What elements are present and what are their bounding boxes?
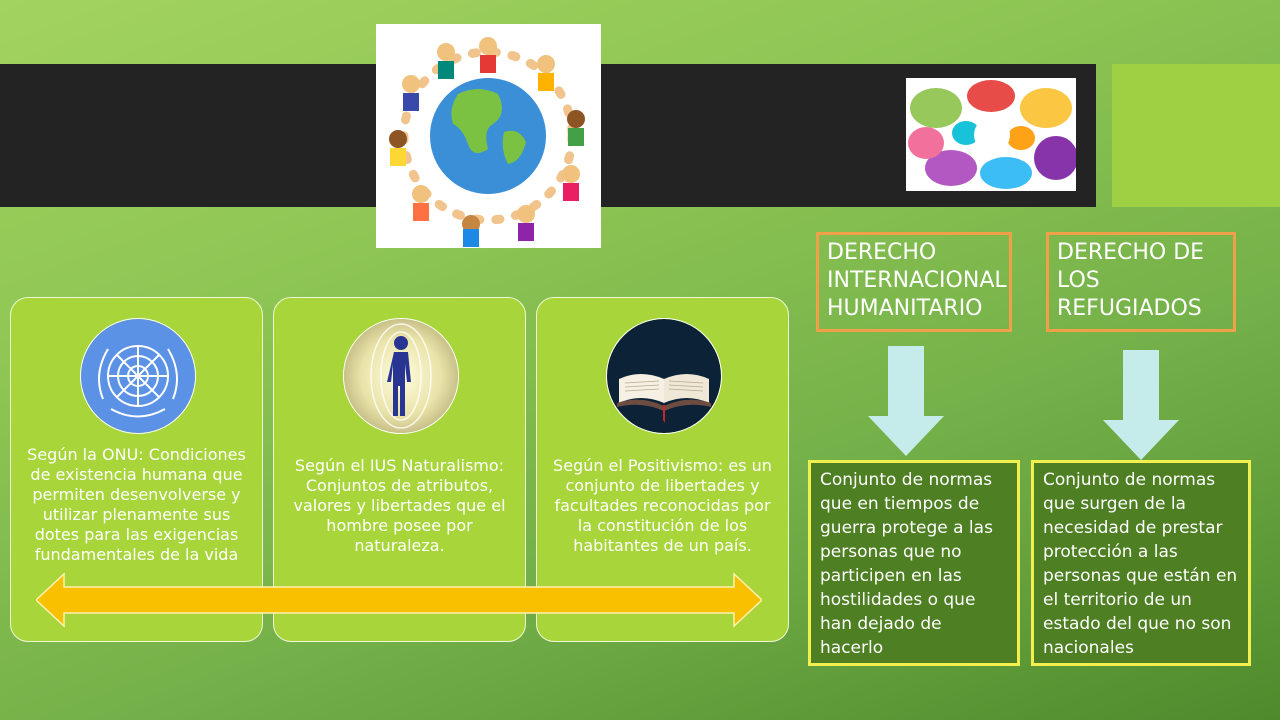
dih-description: Conjunto de normas que en tiempos de gue… [808, 460, 1020, 666]
down-arrow-icon [868, 346, 944, 456]
refugiados-description: Conjunto de normas que surgen de la nece… [1031, 460, 1251, 666]
card-onu-text: Según la ONU: Condiciones de existencia … [27, 445, 246, 564]
un-emblem-icon [80, 318, 196, 434]
card-positivismo: Según el Positivismo: es un conjunto de … [536, 297, 789, 642]
accent-square [1112, 64, 1280, 207]
open-book-icon [606, 318, 722, 434]
human-figure-icon [343, 318, 459, 434]
dih-heading: DERECHO INTERNACIONAL HUMANITARIO [816, 232, 1012, 332]
double-arrow-icon [36, 572, 762, 628]
down-arrow-icon [1103, 350, 1179, 460]
refugiados-heading: DERECHO DE LOS REFUGIADOS [1046, 232, 1236, 332]
card-ius-text: Según el IUS Naturalismo: Conjuntos de a… [293, 456, 506, 555]
colorful-hands-image [906, 78, 1076, 191]
card-ius-naturalismo: Según el IUS Naturalismo: Conjuntos de a… [273, 297, 526, 642]
card-positivismo-text: Según el Positivismo: es un conjunto de … [553, 456, 772, 555]
world-children-image [376, 24, 601, 248]
